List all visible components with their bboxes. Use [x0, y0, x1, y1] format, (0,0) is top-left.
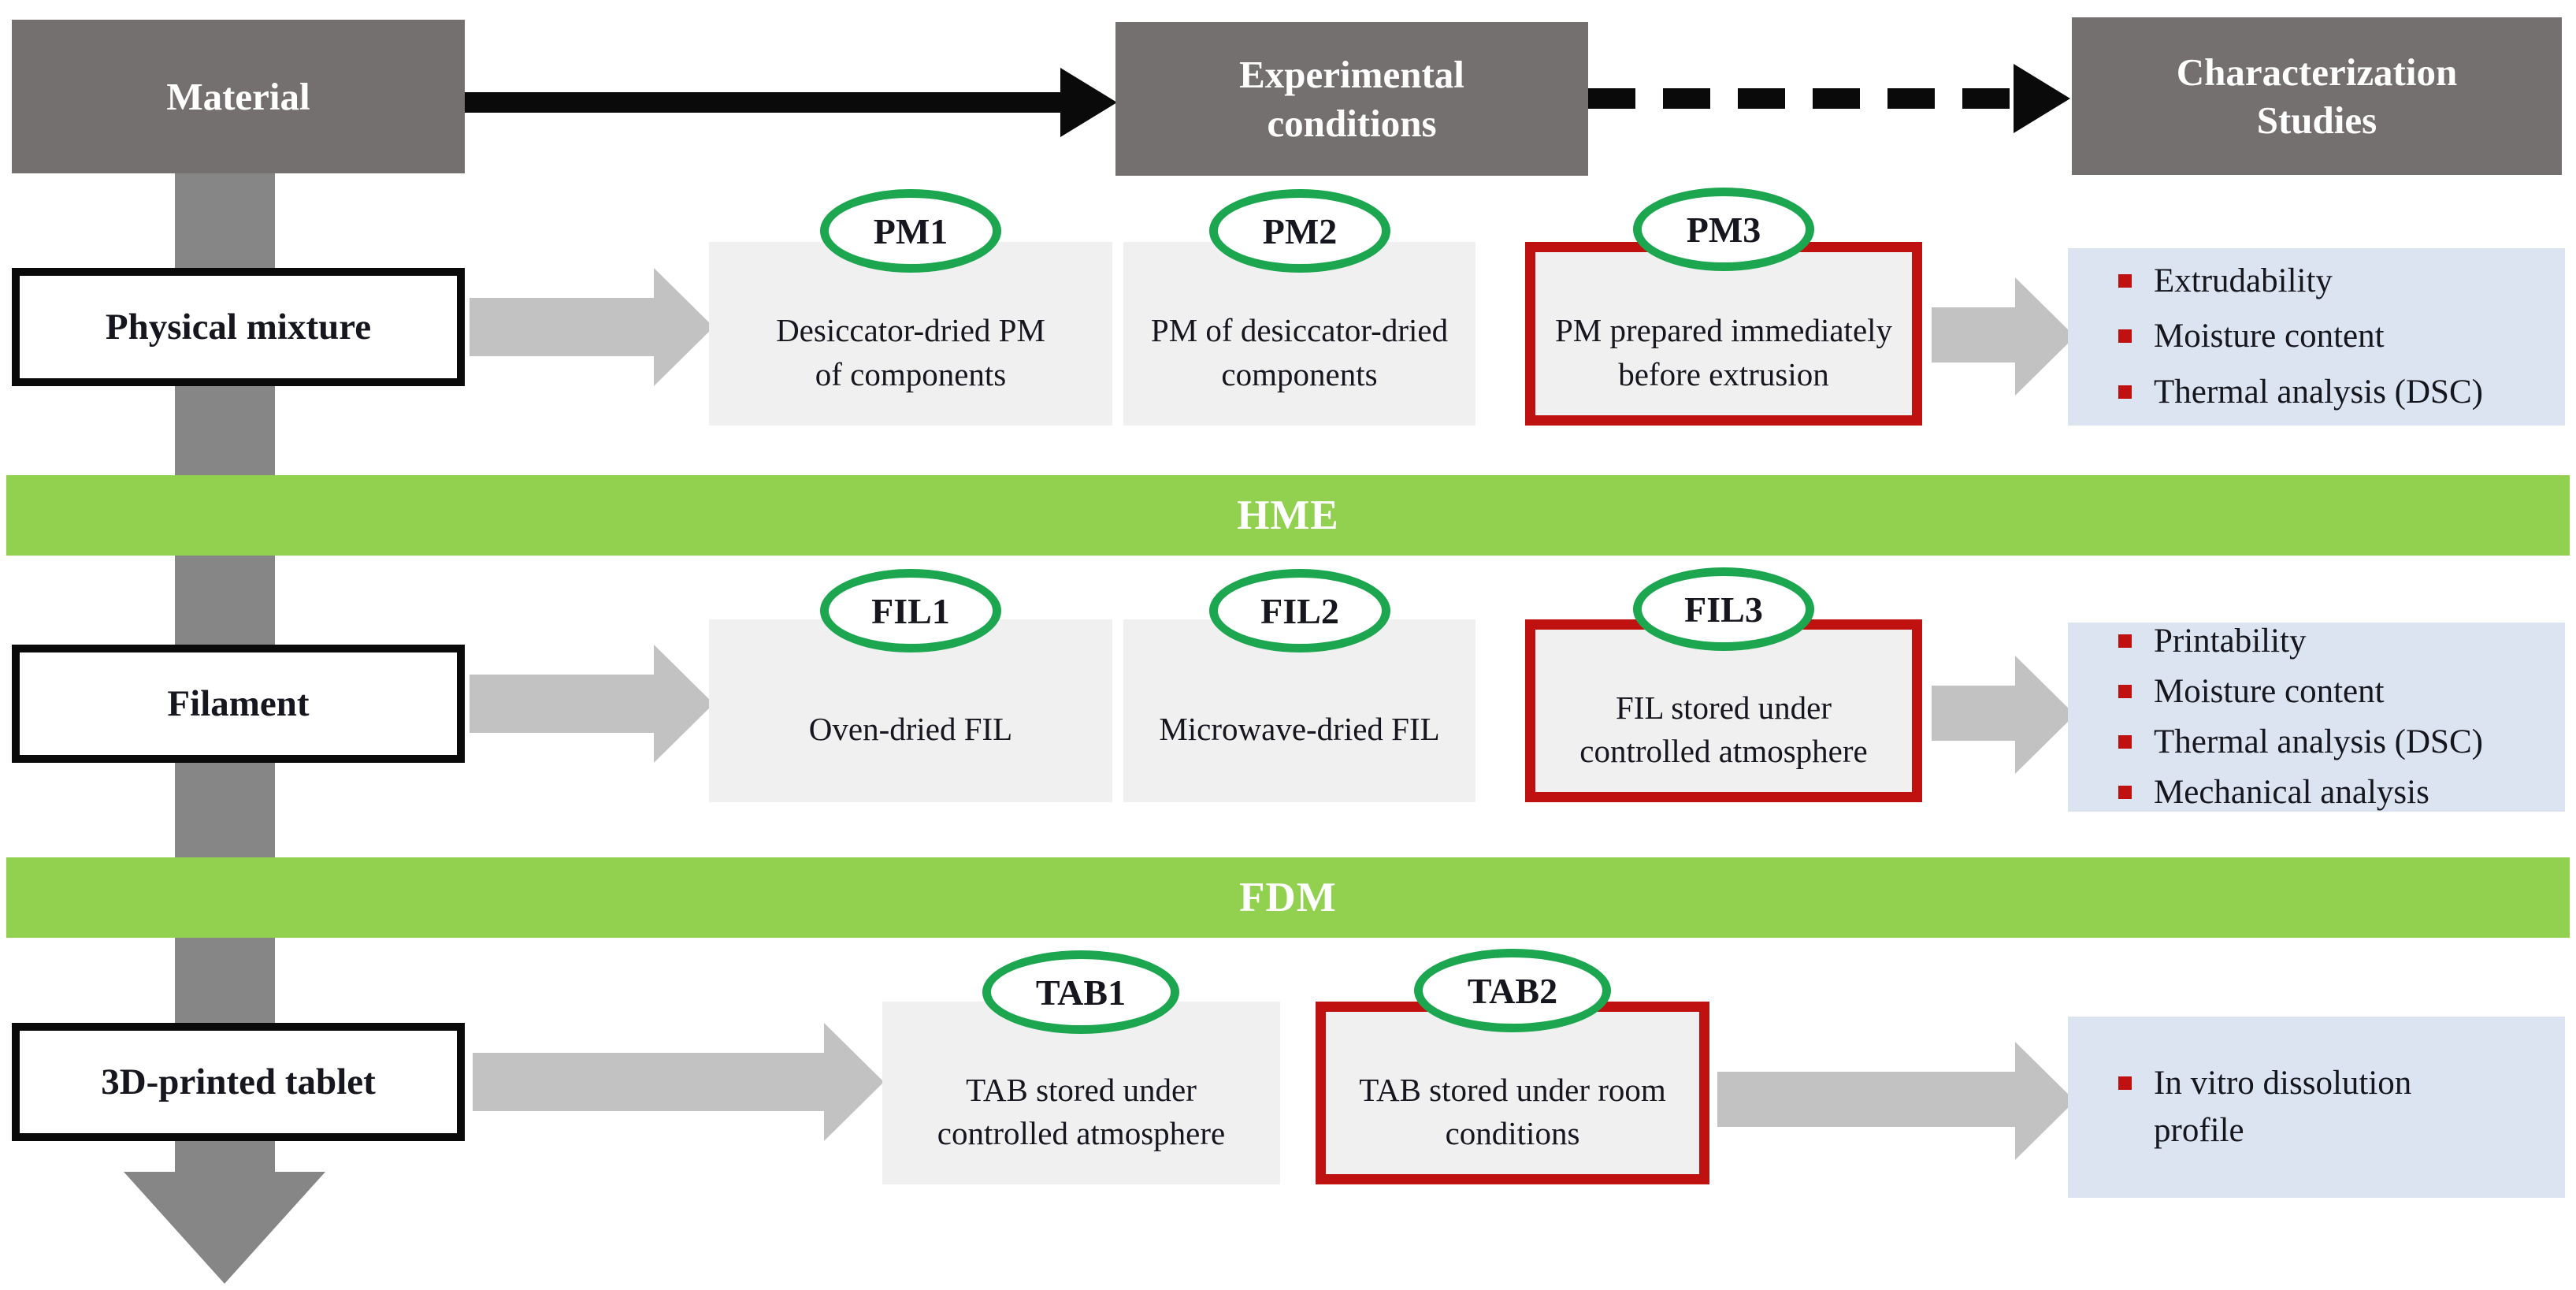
- material-box-3d-printed-tablet: 3D-printed tablet: [12, 1023, 465, 1141]
- condition-box-fil2-text: Microwave-dried FIL: [1159, 711, 1440, 748]
- condition-box-tab1-text: TAB stored under controlled atmosphere: [937, 1071, 1226, 1151]
- red-square-bullet-icon: [2118, 735, 2132, 749]
- oval-fil2-label: FIL2: [1260, 590, 1339, 631]
- studies-box-tablet: In vitro dissolution profile: [2068, 1017, 2565, 1198]
- red-square-bullet-icon: [2118, 1076, 2132, 1090]
- red-square-bullet-icon: [2118, 385, 2132, 399]
- study-item: Printability: [2118, 618, 2549, 665]
- red-square-bullet-icon: [2118, 329, 2132, 344]
- material-box-filament: Filament: [12, 645, 465, 763]
- red-square-bullet-icon: [2118, 274, 2132, 288]
- material-box-physical-mixture: Physical mixture: [12, 268, 465, 386]
- arrow-tablet-head-icon: [824, 1023, 884, 1141]
- study-item-label: Moisture content: [2154, 672, 2385, 710]
- oval-tab1-label: TAB1: [1035, 972, 1127, 1013]
- process-band-hme: HME: [6, 475, 2570, 556]
- arrow-pm-to-studies: [1932, 307, 2017, 362]
- oval-fil1-label: FIL1: [871, 590, 950, 631]
- header-material-label: Material: [166, 74, 310, 118]
- study-item-label: Extrudability: [2154, 262, 2333, 300]
- oval-pm2: PM2: [1209, 189, 1390, 273]
- oval-pm2-label: PM2: [1262, 210, 1338, 251]
- studies-box-physical-mixture: Extrudability Moisture content Thermal a…: [2068, 248, 2565, 426]
- study-item: In vitro dissolution profile: [2118, 1060, 2549, 1154]
- material-box-physical-mixture-label: Physical mixture: [105, 307, 372, 348]
- oval-fil3-label: FIL3: [1684, 589, 1763, 630]
- condition-box-fil1-text: Oven-dried FIL: [808, 711, 1013, 748]
- condition-box-pm1-text: Desiccator-dried PM of components: [776, 312, 1045, 392]
- condition-box-fil3-text: FIL stored under controlled atmosphere: [1579, 689, 1868, 769]
- study-item: Thermal analysis (DSC): [2118, 719, 2549, 766]
- arrow-physical-mixture-to-conditions: [470, 298, 655, 356]
- oval-tab2: TAB2: [1414, 949, 1611, 1032]
- arrow-fil-to-studies-head-icon: [2015, 656, 2075, 774]
- study-item: Moisture content: [2118, 313, 2549, 360]
- study-item: Mechanical analysis: [2118, 769, 2549, 816]
- oval-tab1: TAB1: [982, 950, 1179, 1034]
- study-item-label: Thermal analysis (DSC): [2154, 373, 2483, 411]
- oval-pm1: PM1: [820, 189, 1001, 273]
- condition-box-pm3-highlighted: PM prepared immediately before extrusion: [1525, 242, 1922, 426]
- material-box-3d-printed-tablet-label: 3D-printed tablet: [101, 1061, 376, 1102]
- arrow-tab-to-studies: [1717, 1072, 2015, 1127]
- study-item: Thermal analysis (DSC): [2118, 369, 2549, 416]
- oval-pm3: PM3: [1633, 188, 1814, 271]
- material-box-filament-label: Filament: [167, 683, 310, 724]
- condition-box-tab2-text: TAB stored under room conditions: [1359, 1071, 1666, 1151]
- dashed-arrow-head-icon: [2014, 64, 2070, 133]
- arrow-material-to-conditions-head-icon: [1060, 68, 1117, 137]
- study-item-label: Mechanical analysis: [2154, 774, 2429, 812]
- condition-box-pm2-text: PM of desiccator-dried components: [1150, 312, 1449, 392]
- oval-pm3-label: PM3: [1686, 209, 1761, 250]
- dashed-arrow-conditions-to-studies: [1588, 88, 2014, 109]
- studies-box-filament: Printability Moisture content Thermal an…: [2068, 623, 2565, 812]
- red-square-bullet-icon: [2118, 684, 2132, 698]
- arrow-physical-mixture-head-icon: [654, 268, 714, 386]
- oval-fil3: FIL3: [1633, 567, 1814, 651]
- process-band-hme-label: HME: [1237, 493, 1339, 538]
- process-band-fdm: FDM: [6, 857, 2570, 938]
- arrow-tab-to-studies-head-icon: [2015, 1042, 2075, 1160]
- arrow-fil-to-studies: [1932, 686, 2017, 741]
- arrow-tablet-to-conditions: [473, 1053, 826, 1111]
- header-experimental-conditions: Experimental conditions: [1115, 22, 1588, 176]
- header-characterization-studies-label: Characterization Studies: [2176, 50, 2458, 142]
- arrow-filament-head-icon: [654, 645, 714, 763]
- study-item-label: Thermal analysis (DSC): [2154, 723, 2483, 760]
- study-item-label: Printability: [2154, 622, 2307, 660]
- condition-box-fil3-highlighted: FIL stored under controlled atmosphere: [1525, 619, 1922, 802]
- arrow-material-to-conditions: [463, 92, 1062, 113]
- study-item: Extrudability: [2118, 258, 2549, 305]
- condition-box-pm3-text: PM prepared immediately before extrusion: [1554, 312, 1893, 392]
- study-item-label: Moisture content: [2154, 318, 2385, 355]
- oval-fil2: FIL2: [1209, 569, 1390, 652]
- down-arrow-head-icon: [124, 1172, 325, 1284]
- arrow-filament-to-conditions: [470, 675, 655, 733]
- process-band-fdm-label: FDM: [1239, 875, 1337, 920]
- arrow-pm-to-studies-head-icon: [2015, 277, 2075, 396]
- study-item-label: In vitro dissolution profile: [2154, 1064, 2412, 1149]
- red-square-bullet-icon: [2118, 634, 2132, 648]
- header-experimental-conditions-label: Experimental conditions: [1239, 53, 1464, 145]
- header-material: Material: [12, 20, 465, 173]
- header-characterization-studies: Characterization Studies: [2072, 17, 2562, 175]
- red-square-bullet-icon: [2118, 786, 2132, 800]
- oval-fil1: FIL1: [820, 569, 1001, 652]
- study-item: Moisture content: [2118, 668, 2549, 716]
- oval-pm1-label: PM1: [873, 210, 948, 251]
- oval-tab2-label: TAB2: [1467, 970, 1558, 1011]
